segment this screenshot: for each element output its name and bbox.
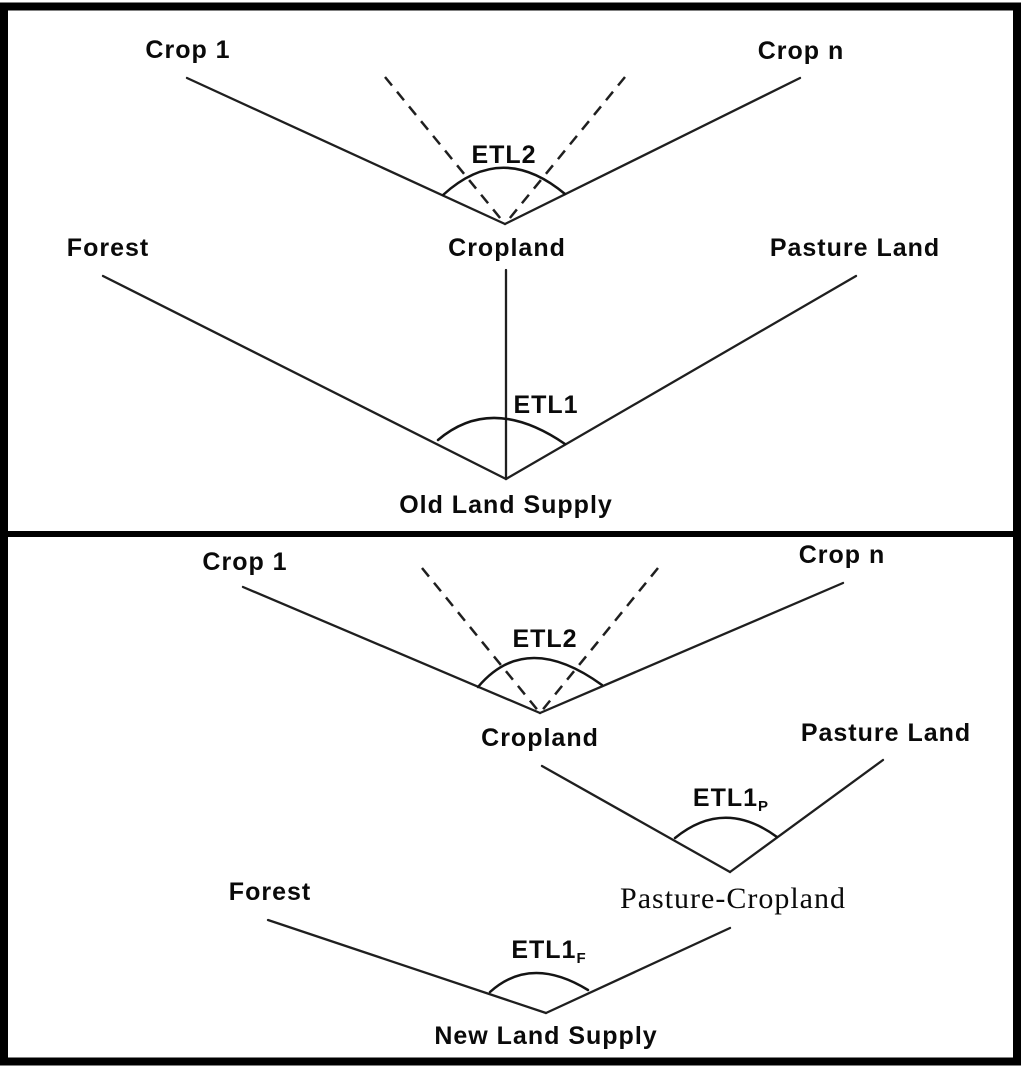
etl1f-base: ETL1 [511,936,576,964]
etl2-angle-arc [476,656,604,689]
etl1f-subscript: F [576,950,586,967]
edge-cropland-crop-dashed-right [504,76,626,225]
etl1p-angle-arc [673,816,779,840]
edge-root-forest [101,274,508,481]
edge-pasturecropland-pasture [728,758,885,874]
edge-root-pasture [504,274,858,481]
edge-cropland-crop-dashed-right [539,567,659,714]
etl1f-angle-arc [488,971,590,994]
edge-cropland-cropn [538,581,845,715]
etl2-angle-arc [441,166,567,197]
node-label-cropn: Crop n [799,541,886,569]
etl1f-label: ETL1F [511,936,586,967]
edge-root-pasturecropland [544,926,732,1015]
etl1-label: ETL1 [513,391,578,419]
etl2-label: ETL2 [471,141,536,169]
node-label-forest: Forest [67,234,149,262]
node-label-cropland: Cropland [481,724,599,752]
edge-cropland-cropn [503,76,802,226]
node-label-old-land-supply: Old Land Supply [399,491,613,519]
node-label-forest: Forest [229,878,311,906]
edge-cropland-crop-dashed-left [421,567,541,714]
node-label-crop1: Crop 1 [145,36,230,64]
panel-divider [5,531,1019,537]
node-label-pasture-land: Pasture Land [801,719,971,747]
edge-root-forest [266,918,548,1015]
etl1p-subscript: P [758,798,769,815]
node-label-crop1: Crop 1 [202,548,287,576]
node-label-cropland: Cropland [448,234,566,262]
etl1p-base: ETL1 [693,784,758,812]
etl2-label: ETL2 [512,625,577,653]
etl1-angle-arc [436,416,567,446]
node-label-pasture-cropland: Pasture-Cropland [620,882,846,915]
node-label-new-land-supply: New Land Supply [434,1022,657,1050]
bottom-panel-new-land-supply: Crop 1 Crop n ETL2 Cropland Pasture Land… [202,541,971,1050]
etl1p-label: ETL1P [693,784,769,815]
node-label-cropn: Crop n [758,37,845,65]
edge-cropland-crop1 [185,76,507,226]
node-label-pasture-land: Pasture Land [770,234,940,262]
edge-pasturecropland-cropland [540,764,732,874]
top-panel-old-land-supply: Crop 1 Crop n ETL2 Forest Cropland Pastu… [67,36,940,519]
edge-cropland-crop1 [241,585,542,715]
edge-cropland-crop-dashed-left [384,76,506,225]
